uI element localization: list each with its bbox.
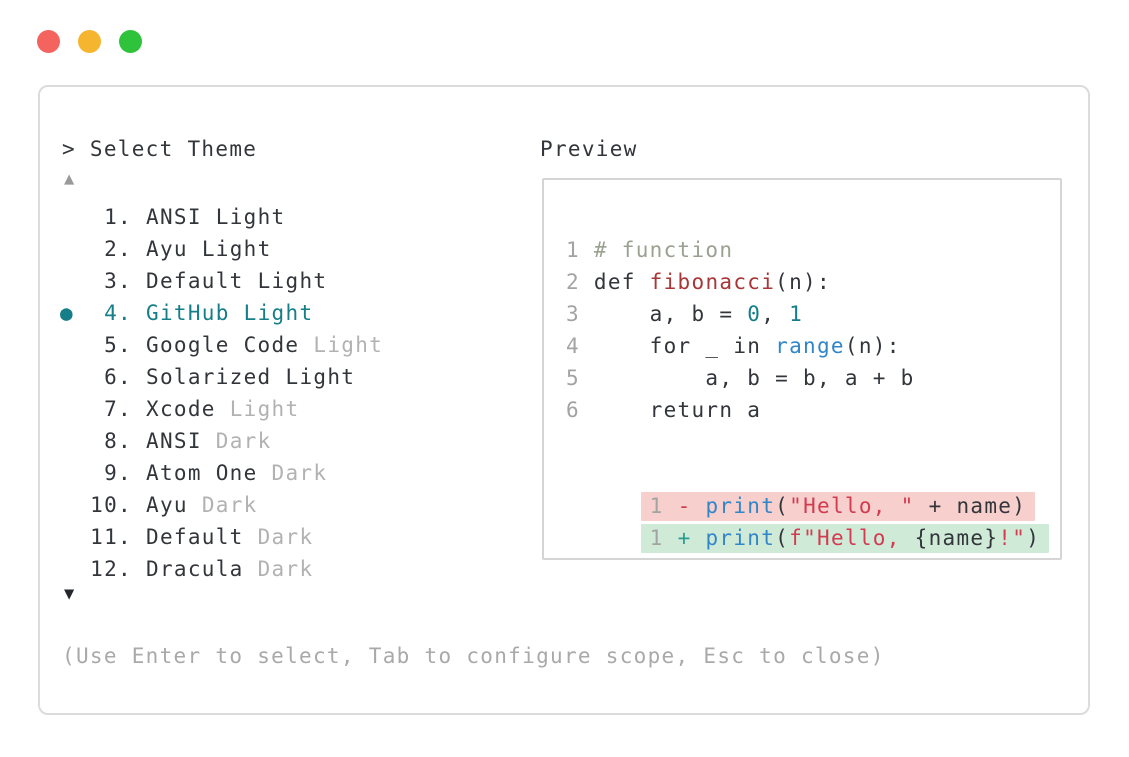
scroll-up-icon[interactable]: ▲ [64,169,76,189]
theme-item-xcode-light[interactable]: 7. Xcode Light [60,393,383,425]
code-line-2: 2 def fibonacci(n): [566,270,831,294]
selection-marker [60,233,88,265]
theme-item-default-light[interactable]: 3. Default Light [60,265,383,297]
scroll-down-icon[interactable]: ▼ [64,584,76,604]
diff-removed-highlight: 1 - print("Hello, " + name) [640,492,1036,521]
theme-item-ansi-dark[interactable]: 8. ANSI Dark [60,425,383,457]
selection-marker [60,265,88,297]
preview-title: Preview [540,137,638,161]
preview-pane: 1 # function 2 def fibonacci(n): 3 a, b … [542,178,1062,560]
select-theme-prompt: > Select Theme [62,137,258,161]
selected-bullet-icon: ● [60,301,74,325]
theme-item-atom-one-dark[interactable]: 9. Atom One Dark [60,457,383,489]
selection-marker [60,201,88,233]
theme-list: 1. ANSI Light 2. Ayu Light 3. Default Li… [60,201,383,585]
selection-marker [60,393,88,425]
keyboard-hints: (Use Enter to select, Tab to configure s… [62,644,885,668]
theme-item-default-dark[interactable]: 11. Default Dark [60,521,383,553]
selection-marker [60,521,88,553]
window-controls [37,30,142,53]
code-line-4: 4 for _ in range(n): [566,334,901,358]
code-line-3: 3 a, b = 0, 1 [566,302,804,326]
code-line-6: 6 return a [566,398,762,422]
selection-marker [60,489,88,521]
selection-marker [60,457,88,489]
diff-added-highlight: 1 + print(f"Hello, {name}!") [640,524,1050,553]
code-blank-line [566,426,1060,458]
code-line-1: 1 # function [566,238,734,262]
zoom-window-button[interactable] [119,30,142,53]
close-window-button[interactable] [37,30,60,53]
minimize-window-button[interactable] [78,30,101,53]
code-line-5: 5 a, b = b, a + b [566,366,915,390]
theme-item-ayu-light[interactable]: 2. Ayu Light [60,233,383,265]
theme-selector-window: > Select Theme ▲ 1. ANSI Light 2. Ayu Li… [38,85,1090,715]
theme-item-ayu-dark[interactable]: 10. Ayu Dark [60,489,383,521]
selection-marker [60,553,88,585]
selection-marker [60,425,88,457]
selection-marker [60,361,88,393]
theme-item-github-light-selected[interactable]: ● 4. GitHub Light [60,297,383,329]
theme-item-solarized-light[interactable]: 6. Solarized Light [60,361,383,393]
theme-item-google-code-light[interactable]: 5. Google Code Light [60,329,383,361]
diff-added-line: 1 + print(f"Hello, {name}!") [566,490,1060,553]
theme-item-ansi-light[interactable]: 1. ANSI Light [60,201,383,233]
diff-removed-line: 1 - print("Hello, " + name) [566,458,1060,521]
selection-marker [60,329,88,361]
theme-item-dracula-dark[interactable]: 12. Dracula Dark [60,553,383,585]
